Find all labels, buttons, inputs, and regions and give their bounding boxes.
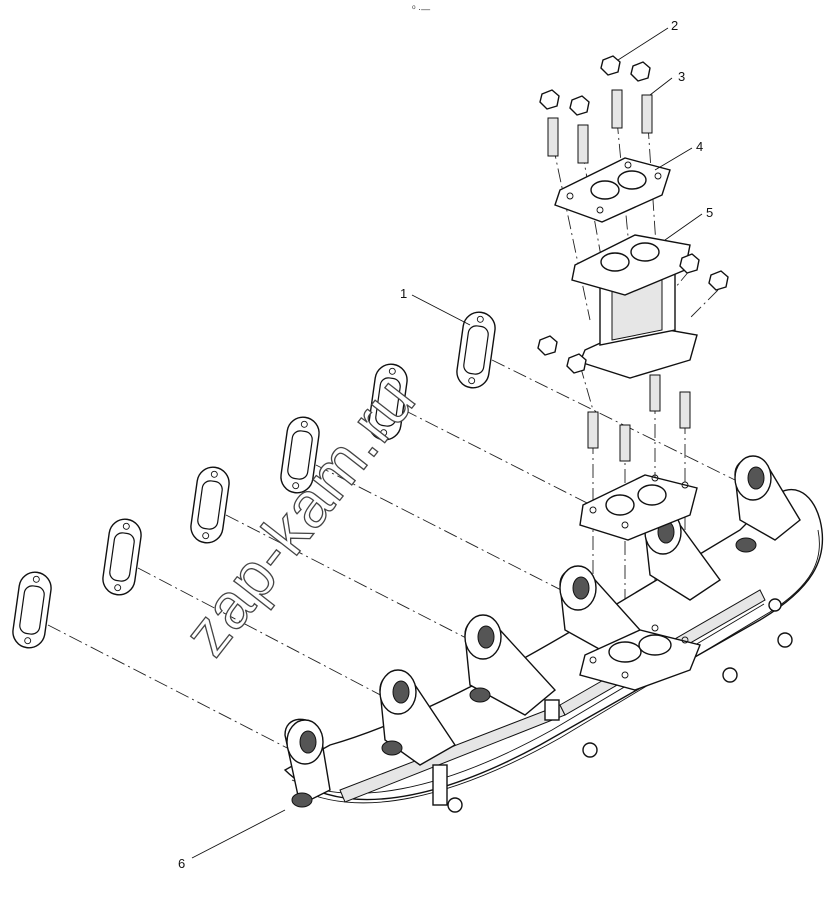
lower-studs	[587, 374, 691, 462]
loose-nuts	[537, 253, 729, 374]
gasket-2	[102, 518, 142, 596]
callout-1: 1	[400, 286, 407, 301]
callout-4: 4	[696, 139, 703, 154]
gasket-3	[190, 466, 230, 544]
manifold-port-2	[379, 669, 456, 766]
gasket-4	[280, 416, 320, 494]
top-nuts	[539, 55, 651, 116]
port-gaskets	[12, 311, 496, 649]
callout-5: 5	[706, 205, 713, 220]
manifold-port-6	[734, 455, 801, 541]
gasket-5	[368, 363, 408, 441]
leader-lines	[191, 27, 703, 859]
middle-flange-gasket	[579, 474, 698, 541]
elbow-adapter	[571, 234, 698, 379]
exhaust-manifold	[283, 455, 824, 813]
top-gasket	[554, 157, 671, 223]
callout-3: 3	[678, 69, 685, 84]
callout-6: 6	[178, 856, 185, 871]
gasket-6	[456, 311, 496, 389]
upper-studs	[547, 89, 653, 164]
header-mark: ⁰ ·—	[412, 4, 430, 14]
manifold-port-4	[559, 565, 642, 656]
callout-2: 2	[671, 18, 678, 33]
gasket-1	[12, 571, 52, 649]
manifold-port-3	[464, 614, 557, 716]
manifold-port-1	[284, 718, 331, 808]
